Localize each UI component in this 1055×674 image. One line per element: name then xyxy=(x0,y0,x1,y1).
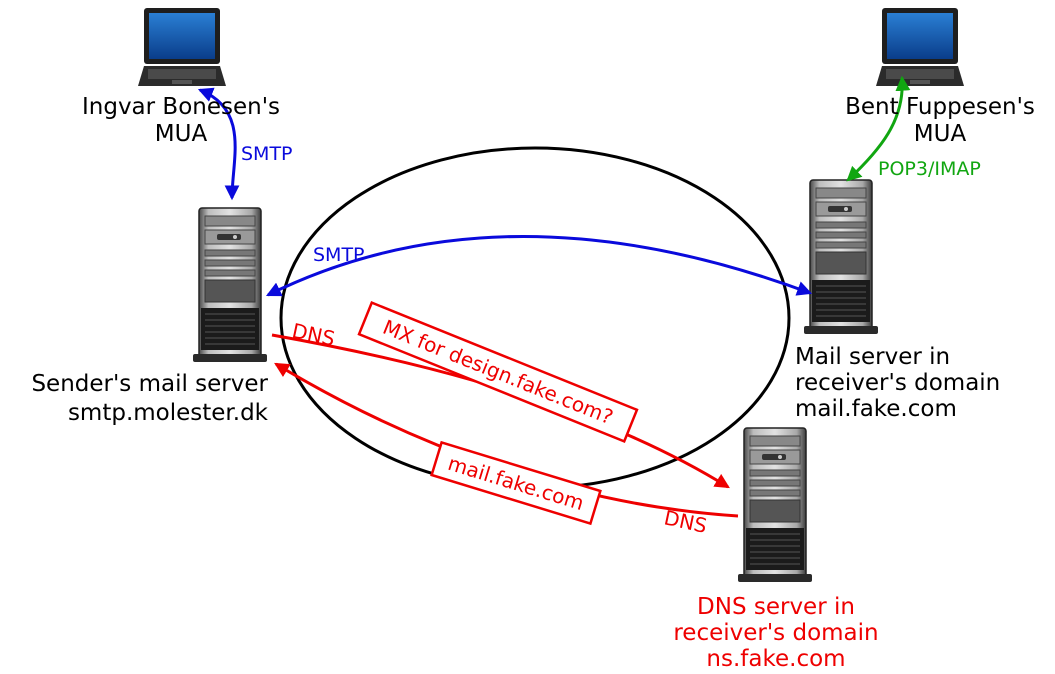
laptop-icon xyxy=(876,8,964,86)
dns-query-text: MX for design.fake.com? xyxy=(379,315,616,429)
dns-reply-box xyxy=(430,440,602,526)
smtp-mua-label: SMTP xyxy=(241,143,293,165)
server-tower-icon xyxy=(737,427,813,583)
dns-server-label-line3: ns.fake.com xyxy=(706,646,845,672)
dns-reply-label: DNS xyxy=(662,505,709,537)
smtp-relay-label: SMTP xyxy=(313,244,365,266)
server-tower-icon xyxy=(803,179,879,335)
receiver-server-label-line3: mail.fake.com xyxy=(795,396,957,422)
receiver-server-label-line1: Mail server in xyxy=(795,344,950,370)
pop-imap-arrow xyxy=(846,75,911,182)
laptop-icon xyxy=(138,8,226,86)
smtp-relay-arrow xyxy=(265,235,813,297)
sender-mua-label-line1: Ingvar Bonesen's xyxy=(82,94,280,120)
sender-server-label-line2: smtp.molester.dk xyxy=(68,400,269,426)
dns-query-box xyxy=(357,301,639,443)
dns-server-label-line2: receiver's domain xyxy=(673,620,878,646)
smtp-mua-arrow xyxy=(197,87,240,201)
sender-mua-label-line2: MUA xyxy=(155,121,208,147)
sender-server-label-line1: Sender's mail server xyxy=(31,371,268,397)
dns-query-label: DNS xyxy=(290,318,337,350)
internet-ellipse xyxy=(279,146,791,490)
receiver-mua-label-line2: MUA xyxy=(914,121,967,147)
dns-server-label-line1: DNS server in xyxy=(697,594,855,620)
pop-imap-label: POP3/IMAP xyxy=(878,158,981,180)
receiver-server-label-line2: receiver's domain xyxy=(795,370,1000,396)
server-tower-icon xyxy=(192,207,268,363)
receiver-mua-label-line1: Bent Fuppesen's xyxy=(845,94,1035,120)
